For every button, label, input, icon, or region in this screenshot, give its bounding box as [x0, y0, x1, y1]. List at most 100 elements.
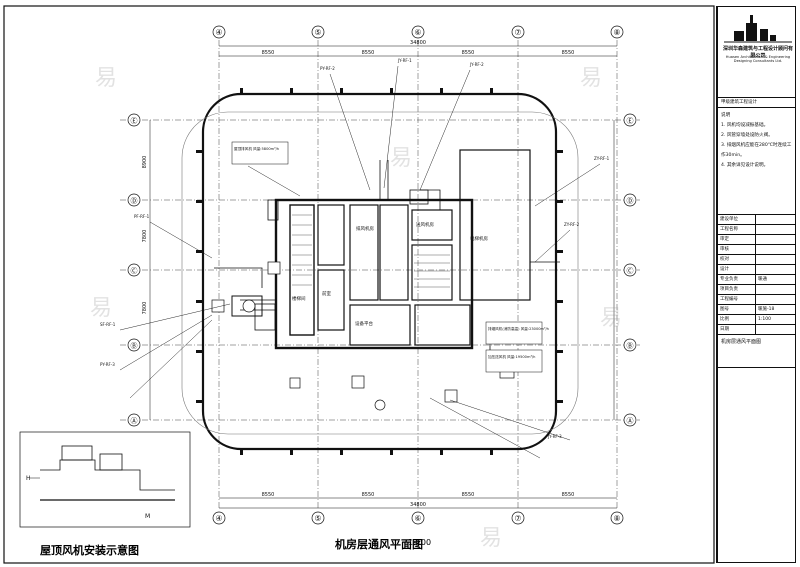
grid-label-left-5: Ⓐ	[131, 417, 138, 425]
inset-mark-h: H	[26, 475, 31, 482]
field-key: 审定	[718, 235, 756, 245]
field-value: 暖通	[756, 275, 796, 285]
dim-bottom-2: 8550	[362, 492, 375, 498]
ventilation-floor-plan: ④ ⑤ ⑥ ⑦ ⑧ ④ ⑤ ⑥ ⑦ ⑧ Ⓔ Ⓓ Ⓒ Ⓑ Ⓐ Ⓔ Ⓓ Ⓒ Ⓑ Ⓐ	[3, 5, 715, 564]
roof-fans	[211, 261, 515, 411]
grid-bubbles-side	[127, 113, 637, 427]
grid-label-top-1: ④	[215, 28, 222, 37]
grid-label-bottom-4: ⑦	[514, 514, 521, 523]
field-key: 设计	[718, 265, 756, 275]
field-value	[756, 245, 796, 255]
grid-label-right-3: Ⓒ	[627, 267, 634, 275]
dim-left-2: 7800	[142, 230, 148, 243]
grid-label-left-2: Ⓓ	[131, 197, 138, 205]
note-4: 4. 其余详见设计说明。	[721, 163, 769, 168]
company-logo-icon	[724, 15, 792, 43]
field-value	[756, 265, 796, 275]
field-value	[756, 235, 796, 245]
field-key: 审核	[718, 245, 756, 255]
room-label-1: 电梯机房	[470, 235, 488, 242]
notes-header: 说明	[721, 113, 731, 118]
dim-left-1: 8900	[142, 156, 148, 169]
watermark-2: 易	[90, 296, 113, 321]
dim-bottom-1: 8550	[262, 492, 275, 498]
grid-label-right-2: Ⓓ	[627, 197, 634, 205]
room-label-6: 设备平台	[355, 320, 373, 327]
field-key: 建设单位	[718, 215, 756, 225]
watermark-4: 易	[580, 66, 603, 91]
inset-mark-m: M	[145, 513, 150, 520]
field-value	[756, 325, 796, 335]
leader-lines	[119, 65, 601, 459]
title-block-fields: 建设单位 工程名称 审定 审核 校对 设计 专业负责暖通 项目负责 工程编号 图…	[718, 215, 796, 335]
grid-label-top-4: ⑦	[514, 28, 521, 37]
title-block: 深圳华森建筑与工程设计顾问有限公司 Huasen Architectural &…	[716, 6, 796, 563]
tag-4: JY-RF-2	[469, 62, 484, 67]
tag-10: JY-RF-3	[547, 434, 562, 439]
field-value	[756, 255, 796, 265]
grid-label-top-2: ⑤	[314, 28, 321, 37]
field-key: 工程编号	[718, 295, 756, 305]
field-key: 比例	[718, 315, 756, 325]
tag-2: PY-RF-2	[320, 66, 335, 71]
dimension-lines	[149, 45, 617, 509]
dim-top-1: 8550	[262, 50, 275, 56]
field-value	[756, 295, 796, 305]
watermark-5: 易	[600, 306, 623, 331]
grid-label-right-1: Ⓔ	[627, 117, 634, 125]
tag-8: SF-RF-1	[100, 322, 116, 327]
field-key: 项目负责	[718, 285, 756, 295]
grid-label-top-3: ⑥	[414, 28, 421, 37]
note-3: 3. 排烟风机应能在280℃时连续工作30min。	[721, 143, 792, 158]
watermark-6: 易	[480, 526, 503, 551]
note-2: 2. 风管穿墙处设防火阀。	[721, 133, 773, 138]
outer-roof-edge	[181, 111, 579, 435]
tag-9: PY-RF-3	[100, 362, 115, 367]
note-box-1: 排烟风机(消防高温) 风量:23000m³/h	[488, 326, 549, 331]
grid-label-top-5: ⑧	[613, 28, 620, 37]
field-value: 1:100	[756, 315, 796, 325]
dim-top-2: 8550	[362, 50, 375, 56]
grid-label-bottom-3: ⑥	[414, 514, 421, 523]
grid-bubbles-top	[212, 25, 624, 525]
dim-total-bottom: 34800	[410, 502, 426, 508]
dim-bottom-4: 8550	[562, 492, 575, 498]
field-key: 校对	[718, 255, 756, 265]
note-box-3: 屋顶排风机 风量:5800m³/h	[234, 146, 279, 151]
room-label-2: 排风机房	[356, 225, 374, 232]
drawing-main-title: 机房层通风平面图	[335, 538, 423, 551]
drawing-scale: 1:100	[408, 538, 432, 547]
room-label-4: 楼梯间	[292, 295, 306, 302]
field-key: 日期	[718, 325, 756, 335]
field-key: 工程名称	[718, 225, 756, 235]
field-key: 图号	[718, 305, 756, 315]
tag-7: PF-RF-1	[134, 214, 150, 219]
grid-label-bottom-5: ⑧	[613, 514, 620, 523]
grid-label-bottom-2: ⑤	[314, 514, 321, 523]
grid-label-left-3: Ⓒ	[131, 267, 138, 275]
tag-6: ZY-RF-2	[564, 222, 580, 227]
field-value: 暖施-18	[756, 305, 796, 315]
company-logo-area: 深圳华森建筑与工程设计顾问有限公司 Huasen Architectural &…	[718, 7, 795, 98]
roof-parapet	[201, 92, 558, 451]
room-label-3: 送风机房	[416, 221, 434, 228]
field-key: 专业负责	[718, 275, 756, 285]
tag-5: ZY-RF-1	[594, 156, 610, 161]
tag-3: JY-RF-1	[397, 58, 412, 63]
notes-section: 说明 1. 风机均设减振基础。 2. 风管穿墙处设防火阀。 3. 排烟风机应能在…	[718, 108, 795, 215]
sheet-frame	[3, 5, 715, 564]
note-boxes	[231, 141, 543, 373]
dim-left-3: 7800	[142, 302, 148, 315]
watermark-1: 易	[95, 66, 118, 91]
inset-title: 屋顶风机安装示意图	[40, 544, 139, 557]
note-box-2: 加压送风机 风量:19500m³/h	[488, 354, 535, 359]
field-value	[756, 215, 796, 225]
grid-label-left-4: Ⓑ	[131, 342, 138, 350]
company-name: 深圳华森建筑与工程设计顾问有限公司	[722, 46, 793, 59]
drawing-name: 机房层通风平面图	[718, 335, 795, 368]
note-1: 1. 风机均设减振基础。	[721, 123, 769, 128]
stair-treads	[292, 214, 450, 288]
dim-top-4: 8550	[562, 50, 575, 56]
inset-detail	[19, 431, 191, 528]
